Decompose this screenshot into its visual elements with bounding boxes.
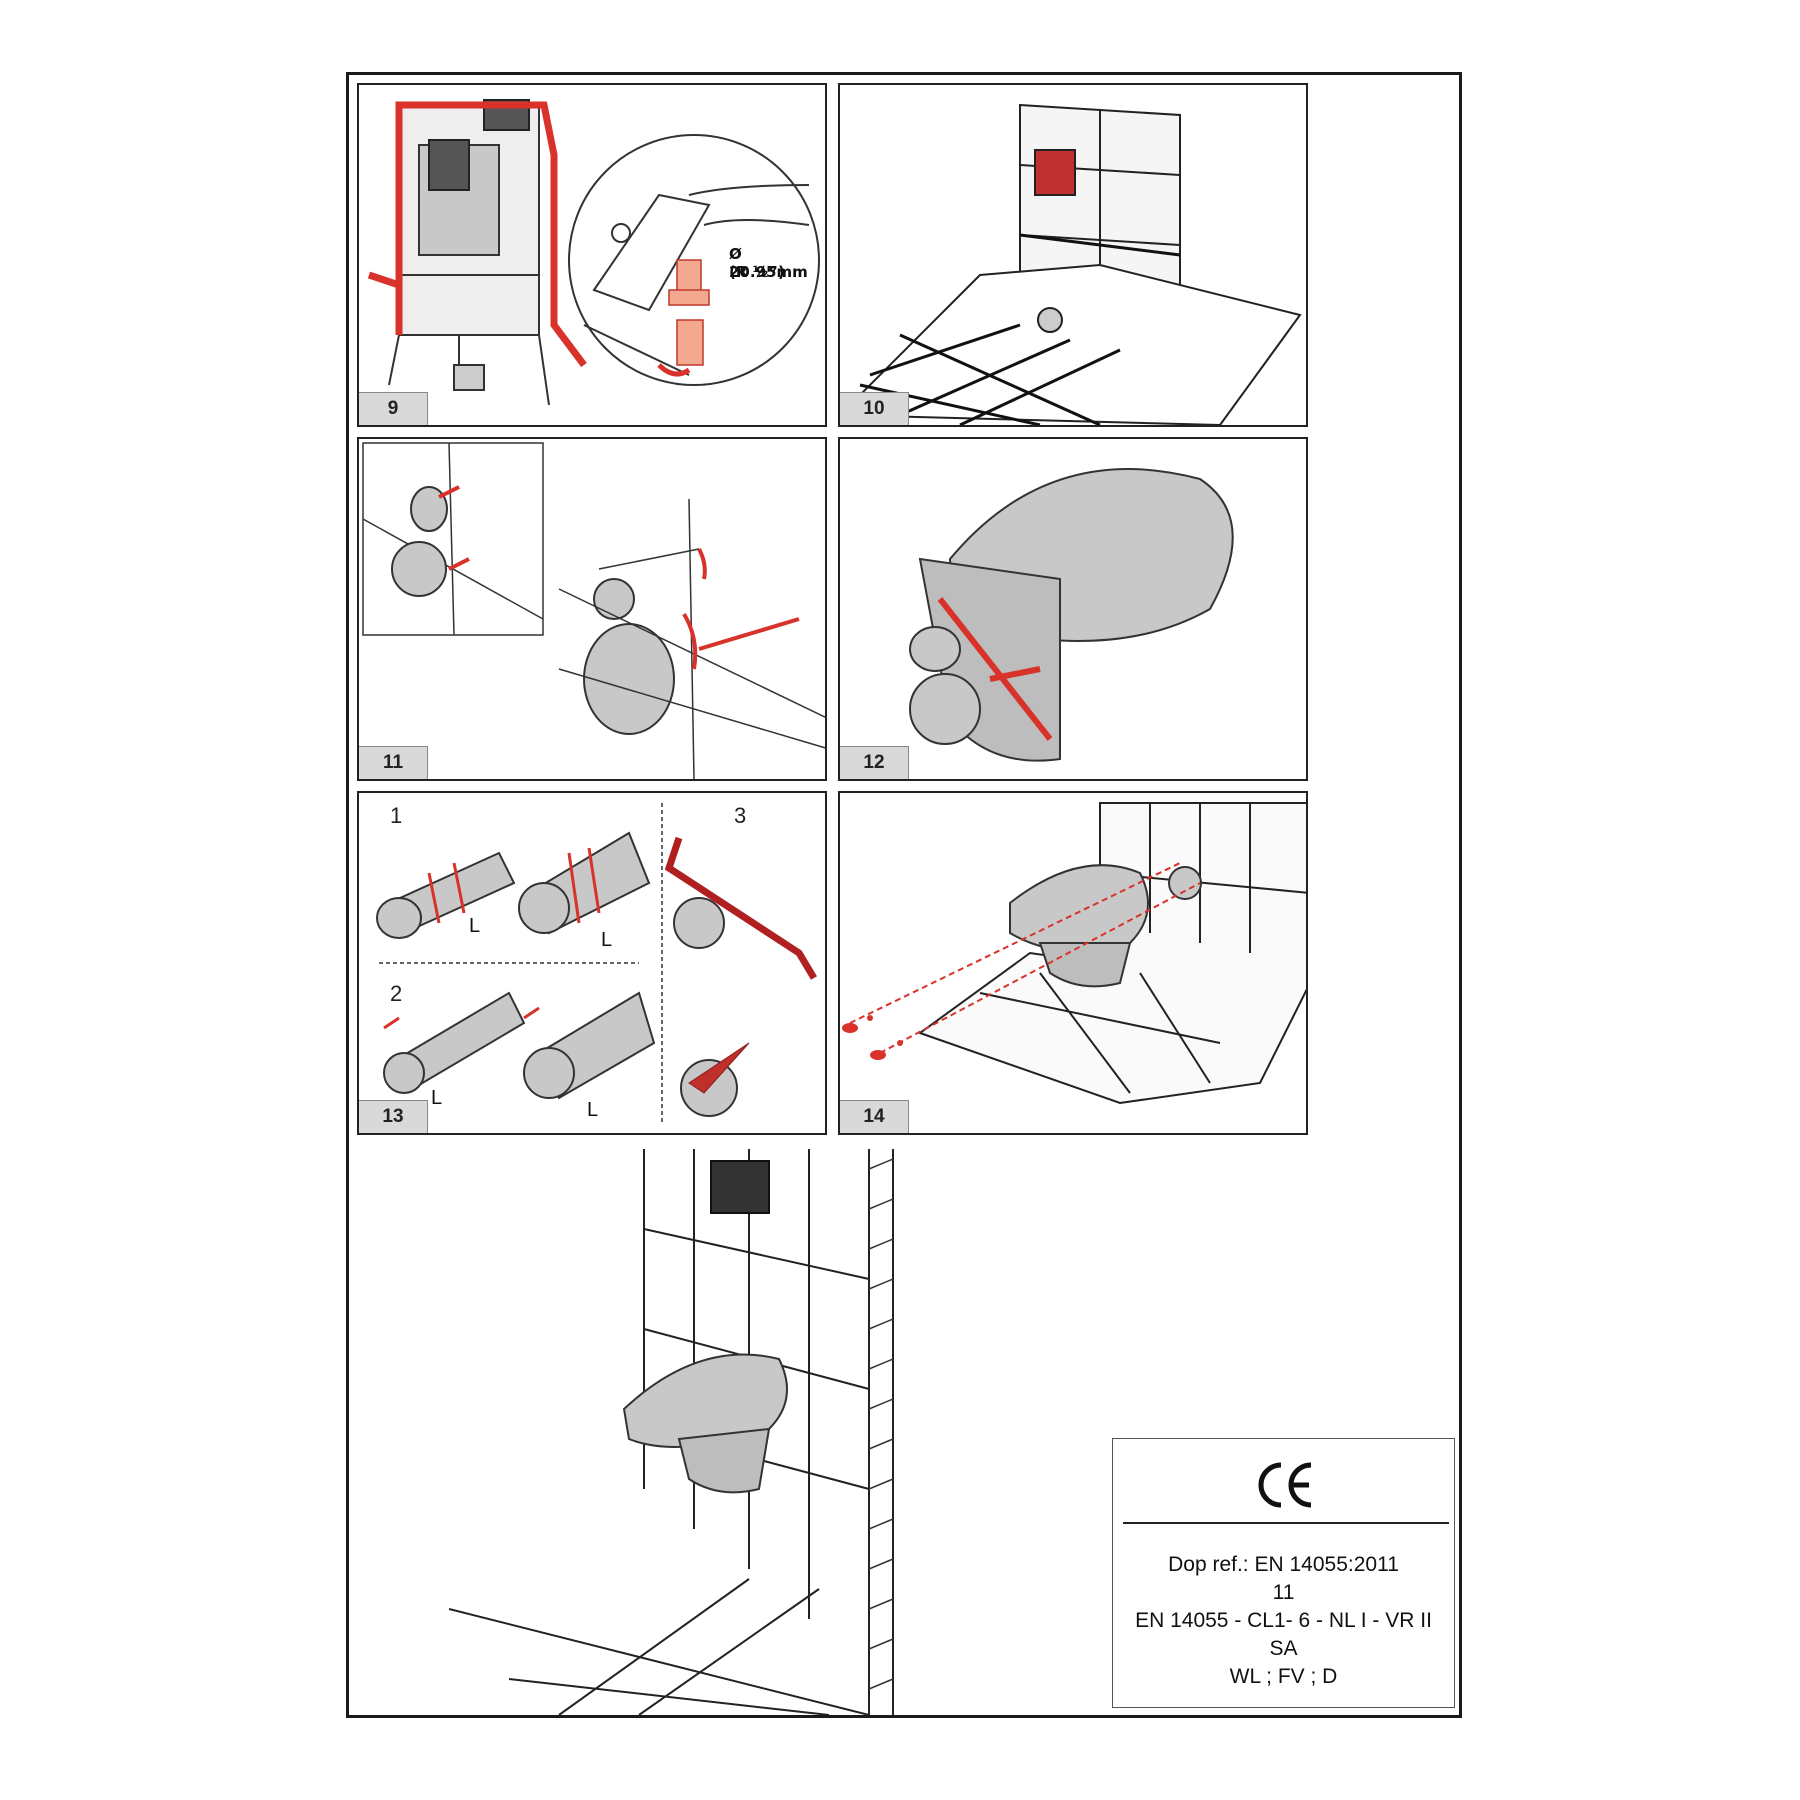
dop-id-line: 11 (1272, 1581, 1295, 1604)
standard-class-line: EN 14055 - CL1- 6 - NL I - VR II (1135, 1609, 1432, 1632)
pipe-insertion-illustration (362, 442, 825, 779)
panel-step-13: 1 2 3 L L L L 13 (357, 791, 827, 1135)
frame-installation-illustration (367, 99, 820, 406)
dop-reference-text: Dop ref.: EN 14055:2011 11 EN 14055 - CL… (1113, 1551, 1454, 1691)
dop-ref-line: Dop ref.: EN 14055:2011 (1168, 1553, 1399, 1576)
usage-codes-line: WL ; FV ; D (1229, 1665, 1338, 1688)
length-label: L (587, 1099, 599, 1121)
step-number-badge: 9 (359, 392, 428, 425)
step-number-badge: 13 (359, 1100, 428, 1133)
ce-declaration-box: Dop ref.: EN 14055:2011 11 EN 14055 - CL… (1112, 1438, 1455, 1708)
instruction-sheet: Ø 20.95mm (R ½”) 9 10 (346, 72, 1462, 1718)
length-label: L (431, 1087, 443, 1109)
panel-step-14: 14 (838, 791, 1308, 1135)
substep-1-label: 1 (390, 803, 403, 828)
sa-line: SA (1269, 1637, 1298, 1660)
pan-connection-illustration (909, 468, 1234, 762)
panel-step-12: 12 (838, 437, 1308, 781)
installed-toilet-illustration (448, 1149, 894, 1716)
length-label: L (601, 929, 613, 951)
length-label: L (469, 915, 481, 937)
step-number-badge: 11 (359, 746, 428, 779)
final-installation-view (448, 1149, 909, 1716)
substep-2-label: 2 (390, 981, 403, 1006)
pipe-cutting-illustration (376, 803, 818, 1123)
step-number-badge: 14 (840, 1100, 909, 1133)
thread-annotation: (R ½”) (729, 263, 785, 281)
ce-mark-logo (1258, 1462, 1312, 1508)
divider (1123, 1522, 1449, 1524)
substep-3-label: 3 (734, 803, 747, 828)
wall-tiling-illustration (840, 103, 1302, 425)
diameter-annotation: Ø 20.95mm (729, 245, 808, 281)
panel-step-11: 11 (357, 437, 827, 781)
panel-step-10: 10 (838, 83, 1308, 427)
panel-step-9: Ø 20.95mm (R ½”) 9 (357, 83, 827, 427)
step-number-badge: 12 (840, 746, 909, 779)
pan-mounting-illustration (842, 802, 1306, 1105)
step-number-badge: 10 (840, 392, 909, 425)
